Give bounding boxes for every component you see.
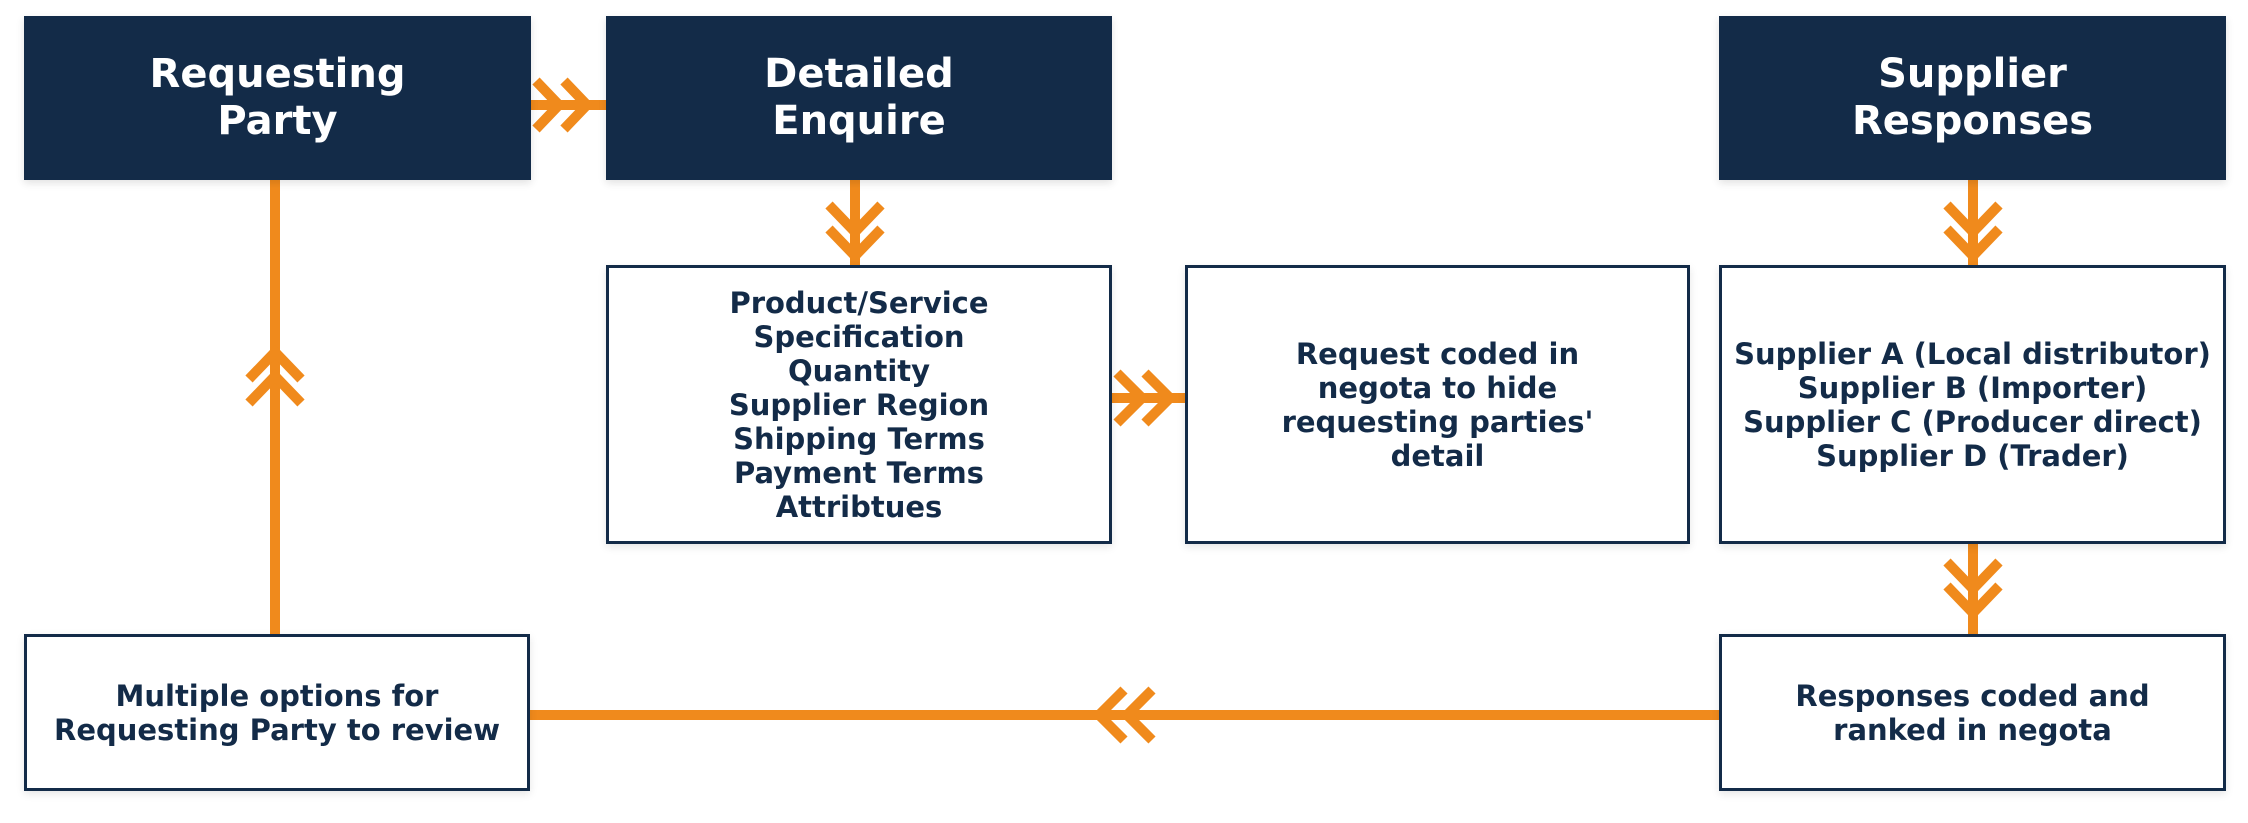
supplier-list-item: Supplier D (Trader) <box>1816 438 2129 473</box>
chevron-up-icon <box>245 368 305 407</box>
chevron-left-icon <box>1119 686 1156 744</box>
node-text-line: requesting parties' <box>1281 404 1594 439</box>
responses-coded-text: Responses coded and ranked in negota <box>1795 679 2149 747</box>
node-text-line: Supplier <box>1878 51 2067 97</box>
chevron-right-icon <box>560 77 594 133</box>
supplier-list-box: Supplier A (Local distributor) Supplier … <box>1719 265 2226 544</box>
enquiry-detail-item: Quantity <box>787 353 931 388</box>
supplier-list-item: Supplier C (Producer direct) <box>1743 404 2202 439</box>
chevron-down-icon <box>1943 582 2003 621</box>
node-text-line: Responses coded and <box>1795 678 2150 713</box>
chevron-left-icon <box>1091 686 1128 744</box>
node-text-line: ranked in negota <box>1833 712 2112 747</box>
detailed-enquire-box: Detailed Enquire <box>606 16 1112 180</box>
node-text-line: Multiple options for <box>115 678 439 713</box>
node-text-line: detail <box>1390 438 1485 473</box>
chevron-right-icon <box>1141 369 1178 427</box>
requesting-party-box: Requesting Party <box>24 16 531 180</box>
enquiry-detail-item: Shipping Terms <box>733 421 985 456</box>
node-text-line: Requesting Party to review <box>53 712 500 747</box>
supplier-list: Supplier A (Local distributor) Supplier … <box>1734 337 2211 473</box>
enquiry-detail-item: Product/Service <box>729 285 989 320</box>
multiple-options-text: Multiple options for Requesting Party to… <box>54 679 500 747</box>
chevron-right-icon <box>532 77 566 133</box>
chevron-down-icon <box>1943 201 2003 240</box>
node-text-line: Requesting <box>149 51 406 97</box>
node-text-line: Party <box>217 98 338 144</box>
node-text-line: Detailed <box>764 51 954 97</box>
enquiry-detail-item: Payment Terms <box>734 455 984 490</box>
supplier-responses-box: Supplier Responses <box>1719 16 2226 180</box>
responses-coded-box: Responses coded and ranked in negota <box>1719 634 2226 791</box>
node-text-line: Responses <box>1851 98 2094 144</box>
node-text-line: negota to hide <box>1317 370 1558 405</box>
enquiry-details-list: Product/Service Specification Quantity S… <box>729 286 989 524</box>
enquiry-detail-item: Specification <box>753 319 965 354</box>
chevron-down-icon <box>1943 225 2003 264</box>
detailed-enquire-label: Detailed Enquire <box>764 51 954 145</box>
supplier-responses-label: Supplier Responses <box>1852 51 2093 145</box>
request-coded-box: Request coded in negota to hide requesti… <box>1185 265 1690 544</box>
request-coded-text: Request coded in negota to hide requesti… <box>1282 337 1594 473</box>
supplier-list-item: Supplier B (Importer) <box>1797 370 2148 405</box>
chevron-down-icon <box>825 201 885 240</box>
node-text-line: Enquire <box>772 98 946 144</box>
supplier-list-item: Supplier A (Local distributor) <box>1734 336 2211 371</box>
enquiry-detail-item: Supplier Region <box>728 387 990 422</box>
chevron-up-icon <box>245 344 305 383</box>
enquiry-details-box: Product/Service Specification Quantity S… <box>606 265 1112 544</box>
chevron-down-icon <box>1943 558 2003 597</box>
multiple-options-box: Multiple options for Requesting Party to… <box>24 634 530 791</box>
enquiry-detail-item: Attribtues <box>775 489 943 524</box>
node-text-line: Request coded in <box>1295 336 1580 371</box>
chevron-right-icon <box>1113 369 1150 427</box>
requesting-party-label: Requesting Party <box>150 51 406 145</box>
chevron-down-icon <box>825 225 885 264</box>
